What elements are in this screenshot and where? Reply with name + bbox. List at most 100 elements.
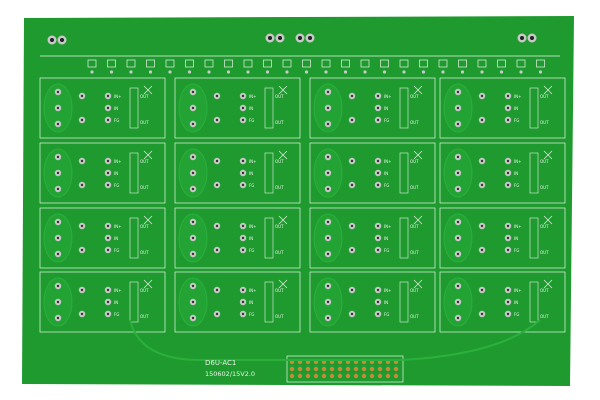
pad-hole <box>215 183 219 187</box>
module-pin-label: OUT <box>140 94 149 99</box>
via <box>187 70 192 74</box>
pad-hole <box>456 236 460 240</box>
top-connector-pad <box>165 59 175 68</box>
pad-hole <box>191 252 195 256</box>
pad-hole <box>376 288 380 292</box>
resistor-footprint <box>264 87 274 129</box>
pad-hole <box>376 94 380 98</box>
header-pin <box>329 373 335 379</box>
pad-hole <box>456 171 460 175</box>
module-outline <box>39 77 166 139</box>
pad-hole <box>106 118 110 122</box>
header-pin <box>289 366 295 372</box>
via <box>324 70 328 74</box>
pad-hole <box>241 300 245 304</box>
via <box>402 70 406 74</box>
header-pin <box>393 373 399 379</box>
module-pin-label: IN+ <box>114 224 122 229</box>
module-pin-label: IN <box>384 171 388 176</box>
module-pin-label: OUT <box>410 314 419 319</box>
module-pin-label: OUT <box>140 185 149 190</box>
pad-hole <box>480 288 484 292</box>
header-pin <box>329 366 335 372</box>
pad-hole <box>241 118 245 122</box>
module-pin-label: OUT <box>540 224 549 229</box>
pad-hole <box>215 248 219 252</box>
module-pin-label: IN+ <box>514 94 522 99</box>
top-connector-pad <box>224 59 233 68</box>
pad-hole <box>350 248 354 252</box>
pad-hole <box>506 288 510 292</box>
module-pin-label: OUT <box>140 224 149 229</box>
top-connector-pad <box>107 59 116 68</box>
copper-trace <box>129 319 541 361</box>
pad-hole <box>80 183 84 187</box>
pad-hole <box>326 122 330 126</box>
pad-hole <box>376 118 380 122</box>
header-pin <box>337 366 343 372</box>
diode-mark <box>278 279 288 289</box>
module-outline <box>174 142 301 204</box>
pad-hole <box>350 118 354 122</box>
diode-mark <box>143 279 153 289</box>
via <box>129 70 133 74</box>
pad-hole <box>56 316 60 320</box>
via <box>363 70 367 74</box>
module-pin-label: IN+ <box>384 288 392 293</box>
pad-hole <box>326 220 330 224</box>
header-pin <box>313 373 319 379</box>
pad-hole <box>506 236 510 240</box>
via <box>226 70 231 74</box>
pad-hole <box>376 236 380 240</box>
pad-hole <box>106 159 110 163</box>
pad-hole <box>326 171 330 175</box>
pad-hole <box>326 284 330 288</box>
diode-mark <box>278 215 288 225</box>
pad-hole <box>106 171 110 175</box>
module-pin-label: FG <box>384 312 389 317</box>
module-outline <box>309 77 436 139</box>
pad-hole <box>80 312 84 316</box>
top-connector-pad <box>302 59 311 68</box>
module-pin-label: OUT <box>410 250 419 255</box>
resistor-footprint <box>399 217 409 259</box>
module-pin-label: FG <box>514 248 519 253</box>
pad-hole <box>56 106 60 110</box>
module-pin-label: OUT <box>410 159 419 164</box>
via <box>421 70 426 74</box>
pad-hole <box>456 122 460 126</box>
pad-hole <box>191 300 195 304</box>
pad-hole <box>480 183 484 187</box>
header-pin <box>289 373 295 379</box>
module-pin-label: IN <box>514 106 518 111</box>
resistor-footprint <box>529 217 539 259</box>
header-pin <box>377 366 383 372</box>
module-pin-label: FG <box>514 118 519 123</box>
pad-hole <box>106 312 110 316</box>
pad-hole <box>106 183 110 187</box>
header-outline <box>286 355 404 383</box>
pad-hole <box>456 155 460 159</box>
resistor-footprint <box>399 152 409 194</box>
diode-mark <box>413 150 423 160</box>
module-pin-label: IN <box>114 106 118 111</box>
diode-mark <box>278 150 288 160</box>
board-name-label: D6U-AC1 <box>205 359 236 367</box>
mounting-hole-center <box>308 36 312 40</box>
diode-mark <box>278 85 288 95</box>
pad-hole <box>506 300 510 304</box>
resistor-footprint <box>529 87 539 129</box>
module-pin-label: OUT <box>275 250 284 255</box>
pad-hole <box>241 106 245 110</box>
pad-hole <box>480 248 484 252</box>
pad-hole <box>241 183 245 187</box>
module-pin-label: OUT <box>540 94 549 99</box>
pad-hole <box>376 106 380 110</box>
pad-hole <box>56 236 60 240</box>
module-pin-label: IN <box>114 171 118 176</box>
